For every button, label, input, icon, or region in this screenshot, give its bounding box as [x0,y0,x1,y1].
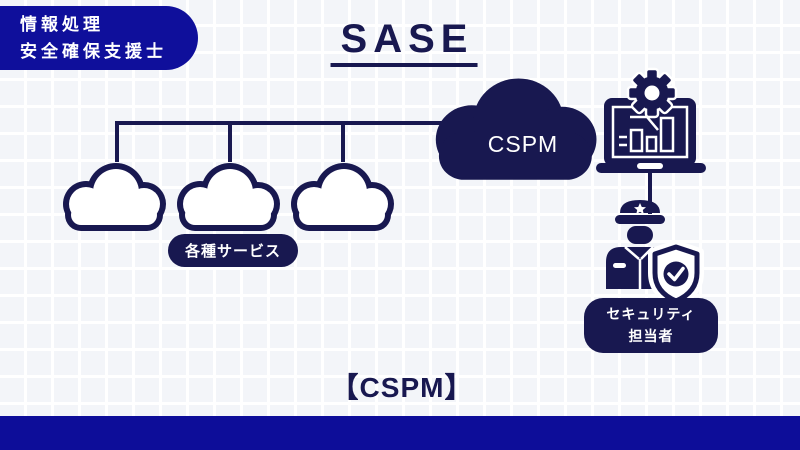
gear-icon [626,67,678,119]
cap-star-icon [634,203,646,215]
certification-badge-line2: 安全確保支援士 [20,42,167,61]
footer-bar [0,416,800,450]
chest-badge [613,263,626,268]
cspm-cloud-label: CSPM [487,131,559,157]
certification-badge-line1: 情報処理 [20,14,104,34]
shield-check-icon [648,240,704,308]
security-officer-icon [606,200,704,308]
security-person-label-line2: 担当者 [628,327,674,344]
service-cloud-icon-3 [291,163,394,231]
service-cloud-icon-2 [177,163,280,231]
certification-badge: 情報処理 安全確保支援士 [0,6,198,70]
security-person-label-badge: セキュリティ 担当者 [584,298,718,354]
connector-line-left [115,121,460,162]
page-title: SASE [330,18,478,67]
security-person-label-line1: セキュリティ [606,306,696,322]
services-label-badge: 各種サービス [168,234,299,267]
cspm-cloud-icon [435,78,597,180]
service-cloud-icon-1 [63,163,166,231]
bottom-caption: 【CSPM】 [330,372,474,403]
